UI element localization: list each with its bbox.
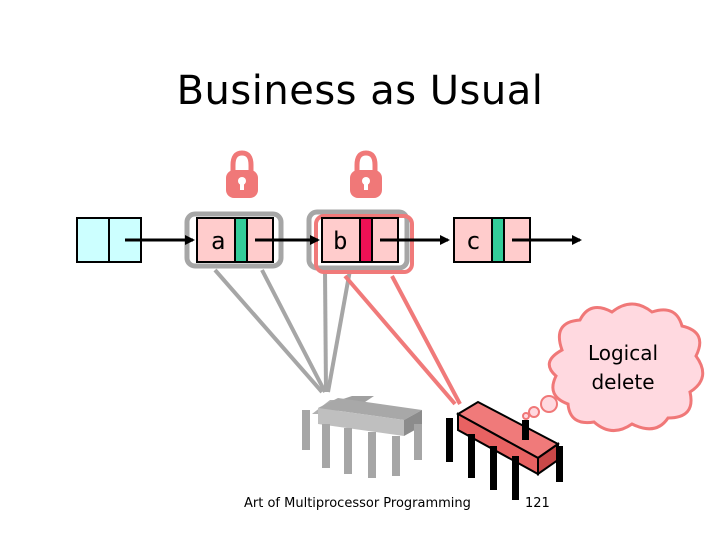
list-node-head: [76, 217, 195, 263]
lock-icon: [350, 150, 382, 198]
node-label: b: [333, 227, 347, 255]
node-label: a: [211, 227, 225, 255]
red-processor-icon: [446, 400, 563, 500]
list-node-a: a: [196, 217, 320, 263]
thought-text-line1: Logical: [588, 341, 658, 365]
page-number: 121: [525, 496, 550, 511]
list-node-c: c: [453, 217, 582, 263]
node-label: c: [466, 227, 480, 255]
list-node-b: b: [321, 217, 450, 263]
thought-text-line2: delete: [591, 370, 654, 394]
slide-title: Business as Usual: [176, 68, 544, 114]
gray-processor-icon: [302, 396, 422, 478]
lock-icon: [226, 150, 258, 198]
footer-text: Art of Multiprocessor Programming: [244, 496, 471, 511]
thought-bubble: Logical delete: [522, 302, 705, 432]
